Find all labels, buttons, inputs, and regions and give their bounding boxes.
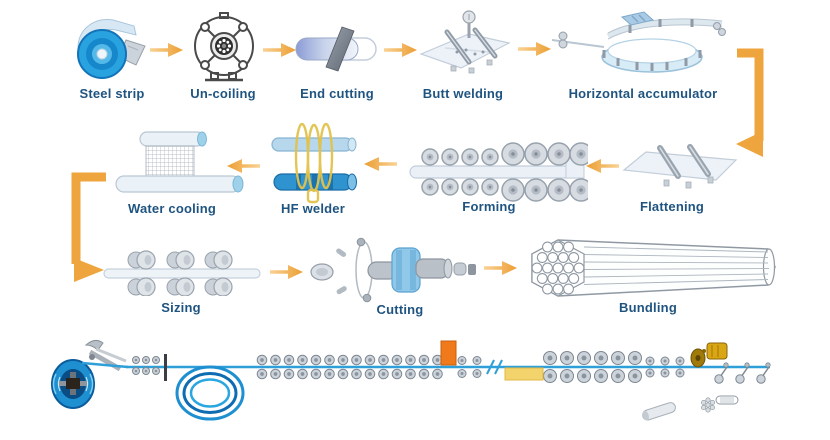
cooling-box <box>504 367 544 381</box>
cooling-marks <box>486 359 503 375</box>
label-water-cooling: Water cooling <box>127 201 217 216</box>
runout-rollers <box>714 362 771 384</box>
label-horizontal-accumulator: Horizontal accumulator <box>568 86 718 101</box>
elbow-arrow-down-left-icon <box>736 48 764 157</box>
mini-bundle <box>701 395 739 413</box>
sizing-mill-icon <box>103 250 261 296</box>
label-sizing: Sizing <box>161 300 201 315</box>
flow-arrow-left-icon <box>364 157 397 171</box>
cutoff-saw <box>690 342 728 368</box>
label-bundling: Bundling <box>619 300 677 315</box>
flow-arrow-left-icon <box>227 159 260 173</box>
entry-roller-stands <box>132 356 160 375</box>
label-uncoiling: Un-coiling <box>190 86 256 101</box>
end-cutting-blade-icon <box>295 26 377 72</box>
horizontal-accumulator-icon <box>552 11 726 73</box>
welder-box <box>440 340 457 366</box>
uncoiler-machine-icon <box>194 12 254 82</box>
production-line-schematic <box>51 339 771 421</box>
flow-arrow-left-icon <box>586 159 619 173</box>
label-end-cutting: End cutting <box>300 86 374 101</box>
steel-strip-coil-icon <box>77 18 146 79</box>
entry-strip <box>81 361 129 369</box>
label-cutting: Cutting <box>376 302 424 317</box>
finished-pipe <box>642 402 676 421</box>
flow-arrow-right-icon <box>150 43 183 57</box>
forming-mill-icon <box>409 142 588 202</box>
flow-arrow-right-icon <box>263 43 296 57</box>
butt-welding-icon <box>419 10 511 74</box>
strip-loop <box>175 365 245 421</box>
flattening-rollers-icon <box>622 144 738 189</box>
water-cooling-icon <box>115 131 244 193</box>
pipe-bundle-icon <box>531 239 776 297</box>
flow-arrow-right-icon <box>270 265 303 279</box>
flow-arrow-right-icon <box>484 261 517 275</box>
label-flattening: Flattening <box>639 199 705 214</box>
label-hf-welder: HF welder <box>281 201 345 216</box>
hf-welder-coil-icon <box>271 122 357 204</box>
flying-cutoff-icon <box>310 237 476 303</box>
label-forming: Forming <box>462 199 516 214</box>
flow-arrow-right-icon <box>518 42 551 56</box>
label-steel-strip: Steel strip <box>79 86 145 101</box>
flow-arrow-right-icon <box>384 43 417 57</box>
mill-roll-stands <box>256 351 685 383</box>
label-butt-welding: Butt welding <box>422 86 504 101</box>
uncoiler-coil <box>51 359 95 409</box>
elbow-arrow-down-right-icon <box>71 172 106 282</box>
gauge-bar <box>164 354 167 381</box>
